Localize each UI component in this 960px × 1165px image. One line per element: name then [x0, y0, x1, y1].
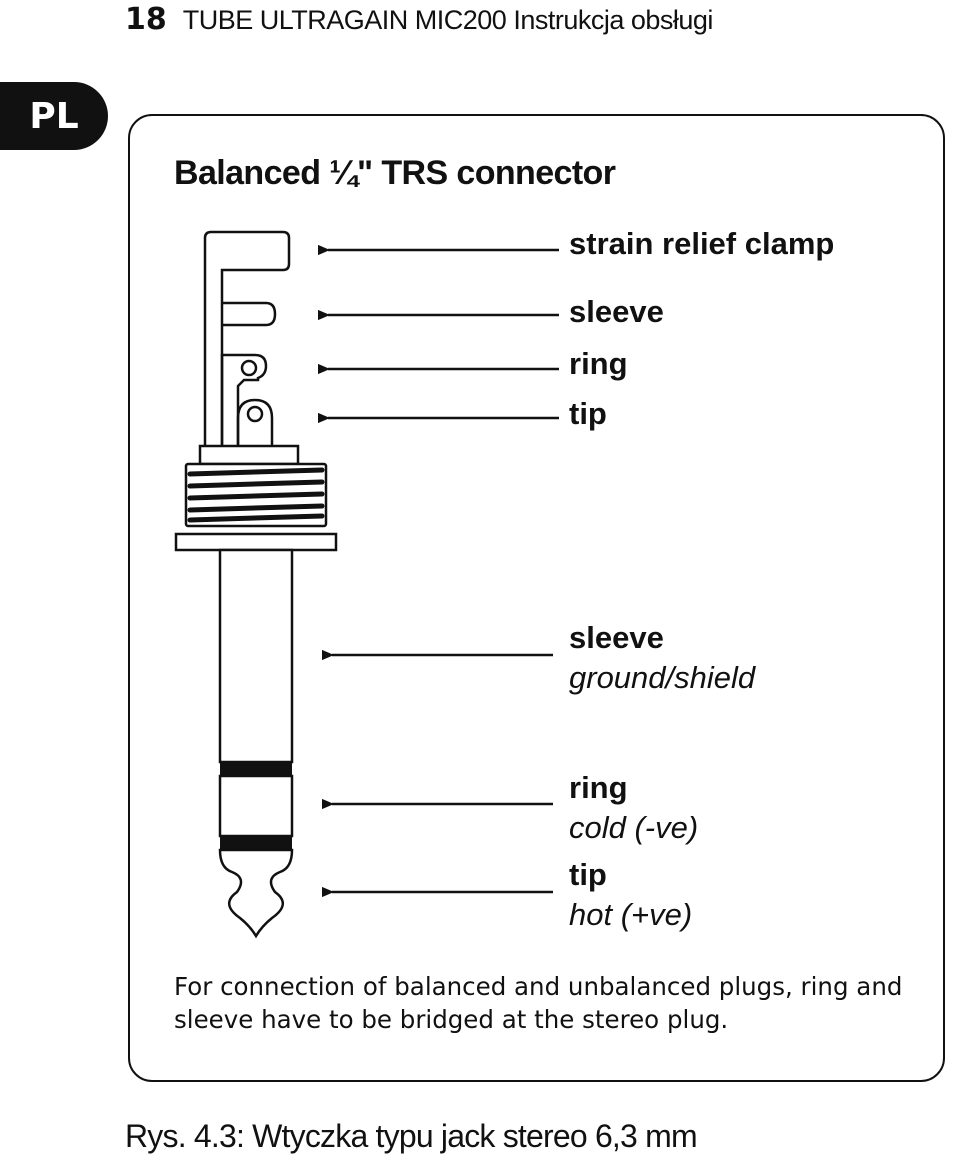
document-title: TUBE ULTRAGAIN MIC200 Instrukcja obsługi	[182, 5, 714, 35]
label-top-sleeve: sleeve	[569, 294, 664, 329]
tip-lug-hole	[246, 405, 264, 423]
label-strain-relief-clamp: strain relief clamp	[569, 226, 835, 261]
diagram-panel	[128, 114, 945, 1082]
insulator-ring-2	[220, 836, 292, 850]
label-ring: ring	[569, 770, 628, 805]
strain-relief-clamp-shape	[203, 230, 291, 462]
label-top-tip: tip	[569, 396, 607, 431]
ring-lug-shape	[220, 353, 268, 462]
plug-ring	[218, 774, 294, 838]
page-number: 18	[125, 2, 167, 37]
lug-base	[198, 444, 300, 466]
plug-tip	[218, 848, 294, 939]
label-sleeve: sleeve	[569, 620, 664, 655]
page-header: 18 TUBE ULTRAGAIN MIC200 Instrukcja obsł…	[125, 2, 713, 42]
ring-lug-hole	[240, 359, 258, 377]
diagram-title: Balanced ¼" TRS connector	[174, 154, 616, 192]
label-tip: tip	[569, 857, 607, 892]
label-tip-desc: hot (+ve)	[569, 897, 693, 932]
bridging-note: For connection of balanced and unbalance…	[174, 972, 903, 1034]
label-ring-desc: cold (-ve)	[569, 810, 699, 845]
tip-lug-shape	[236, 398, 274, 446]
plug-sleeve	[218, 548, 294, 764]
label-sleeve-desc: ground/shield	[569, 660, 756, 695]
flange	[174, 532, 338, 552]
sleeve-lug-shape	[222, 301, 277, 327]
figure-caption: Rys. 4.3: Wtyczka typu jack stereo 6,3 m…	[125, 1118, 698, 1154]
language-tab: PL	[0, 82, 108, 150]
label-top-ring: ring	[569, 346, 628, 381]
insulator-ring-1	[220, 762, 292, 776]
